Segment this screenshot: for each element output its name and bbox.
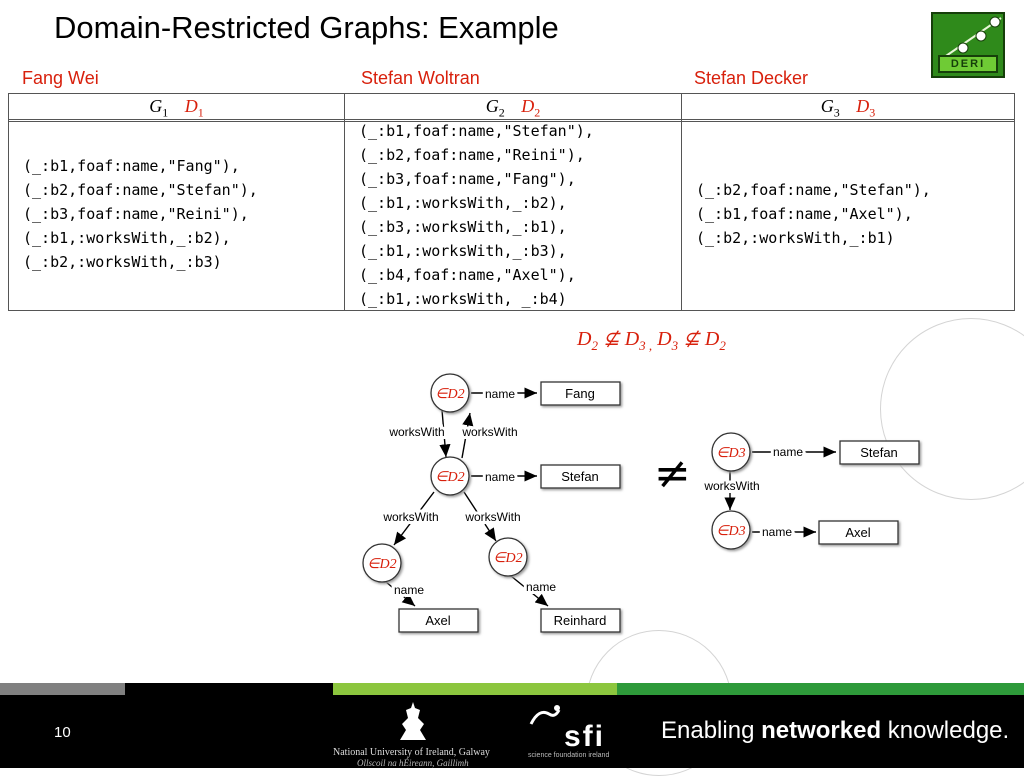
university-crest-icon <box>400 702 426 740</box>
node-label: ∈D2 <box>367 557 396 572</box>
domain-inequality: D2 ⊈ D3 , D3 ⊈ D2 <box>577 328 726 353</box>
node-label: ∈D3 <box>716 524 745 539</box>
node-label: ∈D2 <box>435 387 464 402</box>
footer-color-stripes <box>0 683 1024 695</box>
literal-label: Stefan <box>860 445 898 460</box>
g2-triples: (_:b1,foaf:name,"Stefan"), (_:b2,foaf:na… <box>359 122 594 308</box>
blank-node-circle <box>488 537 528 577</box>
literal-label: Reinhard <box>554 613 607 628</box>
literal-label: Axel <box>425 613 450 628</box>
blank-node-circle <box>430 456 470 496</box>
edge-label: name <box>762 525 792 539</box>
not-isomorphic-symbol: ≠ <box>654 448 691 499</box>
deri-logo-graphic <box>942 16 1002 59</box>
table-header-g2: G2 D2 <box>485 96 541 120</box>
edge-name <box>385 581 416 607</box>
edge-label: worksWith <box>388 425 444 439</box>
tagline: Enabling networked knowledge. <box>661 717 1010 744</box>
edge-label: worksWith <box>464 510 520 524</box>
node-label: ∈D2 <box>435 470 464 485</box>
g1-triples: (_:b1,foaf:name,"Fang"), (_:b2,foaf:name… <box>23 157 258 271</box>
deri-logo: DERI <box>931 12 1005 78</box>
sfi-swoosh-icon <box>529 705 561 725</box>
edge-label: worksWith <box>461 425 517 439</box>
author-stefan-decker: Stefan Decker <box>694 68 809 88</box>
edge-workswith <box>461 412 474 459</box>
graphs-table: G1 D1 (_:b1,foaf:name,"Fang"), (_:b2,foa… <box>8 93 1015 311</box>
sfi-logo-text: sfi <box>564 720 606 753</box>
literal-label: Fang <box>565 386 595 401</box>
literal-box <box>398 608 479 633</box>
edge-workswith <box>393 491 435 546</box>
edge-name <box>510 575 549 607</box>
edge-label: name <box>485 387 515 401</box>
university-name-irish: Ollscoil na hÉireann, Gaillimh <box>357 758 469 768</box>
deri-logo-word: DERI <box>938 55 998 73</box>
table-divider <box>344 94 345 310</box>
g3-triples: (_:b2,foaf:name,"Stefan"), (_:b1,foaf:na… <box>696 181 931 247</box>
sfi-subtitle: science foundation ireland <box>528 752 610 759</box>
footer-bar <box>0 695 1024 768</box>
page-number: 10 <box>54 724 71 741</box>
edge-label: worksWith <box>382 510 438 524</box>
university-name: National University of Ireland, Galway <box>333 747 490 758</box>
author-stefan-woltran: Stefan Woltran <box>361 68 480 88</box>
blank-node-circle <box>430 373 470 413</box>
literal-box <box>540 381 621 406</box>
table-col-g3: G3 D3 (_:b2,foaf:name,"Stefan"), (_:b1,f… <box>682 94 1014 310</box>
edge-workswith <box>463 491 497 542</box>
table-divider <box>681 94 682 310</box>
author-fang-wei: Fang Wei <box>22 68 99 88</box>
edge-label: name <box>773 445 803 459</box>
blank-node-circle <box>711 432 751 472</box>
slide-title: Domain-Restricted Graphs: Example <box>54 10 559 45</box>
literal-box <box>839 440 920 465</box>
blank-node-circle <box>362 543 402 583</box>
edge-label: name <box>394 583 424 597</box>
table-col-g1: G1 D1 (_:b1,foaf:name,"Fang"), (_:b2,foa… <box>9 94 344 310</box>
literal-box <box>540 608 621 633</box>
literal-label: Axel <box>845 525 870 540</box>
literal-box <box>540 464 621 489</box>
node-label: ∈D2 <box>493 551 522 566</box>
table-header-g1: G1 D1 <box>149 96 204 120</box>
edge-label: worksWith <box>703 479 759 493</box>
edge-label: name <box>485 470 515 484</box>
table-col-g2: G2 D2 (_:b1,foaf:name,"Stefan"), (_:b2,f… <box>345 94 681 310</box>
table-header-rule <box>9 119 1014 122</box>
node-label: ∈D3 <box>716 446 745 461</box>
edge-workswith <box>439 409 451 458</box>
literal-box <box>818 520 899 545</box>
edge-label: name <box>526 580 556 594</box>
literal-label: Stefan <box>561 469 599 484</box>
blank-node-circle <box>711 510 751 550</box>
rdf-graph-diagram: ∈D2 ∈D2 ∈D2 ∈D2 ∈D3 ∈D3 Fang Stefan Axel… <box>362 373 920 633</box>
table-header-g3: G3 D3 <box>820 96 876 120</box>
